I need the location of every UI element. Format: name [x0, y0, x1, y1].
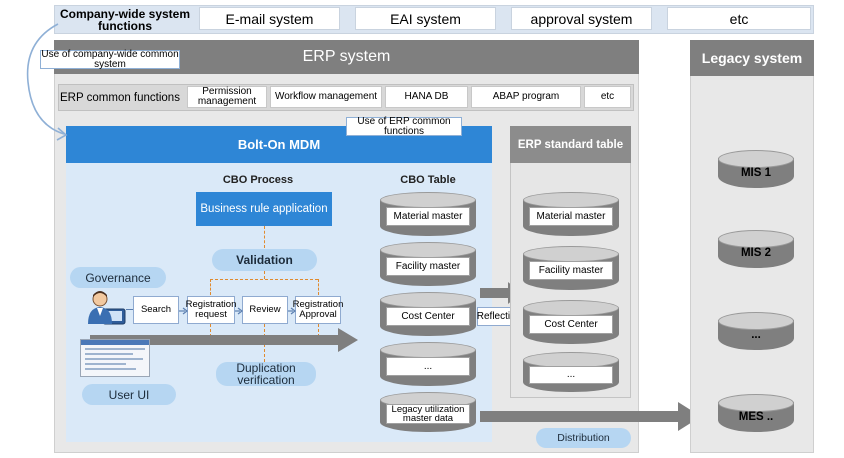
step-arrows [179, 307, 296, 315]
cbo-cylinder-facility: Facility master [380, 242, 476, 286]
std-cylinder-cost-center: Cost Center [523, 300, 619, 344]
cbo-cylinder-material: Material master [380, 192, 476, 236]
governance-pill: Governance [70, 267, 166, 288]
cbo-process-title: CBO Process [222, 174, 294, 186]
legacy-system-title: Legacy system [690, 40, 814, 76]
std-cylinder-facility: Facility master [523, 246, 619, 290]
std-cylinder-material: Material master [523, 192, 619, 236]
top-item-approval: approval system [511, 7, 652, 30]
erp-common-label: ERP common functions [60, 91, 180, 104]
erp-standard-table-title: ERP standard table [510, 126, 631, 163]
std-item-label: ... [529, 366, 613, 384]
legacy-cylinder-mis2: MIS 2 [718, 230, 794, 268]
validation-loop-top [210, 279, 318, 280]
std-item-label: Material master [529, 207, 613, 226]
common-item-permission: Permission management [187, 86, 267, 108]
top-item-eai: EAI system [355, 7, 496, 30]
cbo-item-label: Facility master [386, 257, 470, 276]
step-review: Review [242, 296, 288, 324]
std-cylinder-more: ... [523, 352, 619, 392]
cbo-cylinder-legacy: Legacy utilization master data [380, 392, 476, 432]
business-rule-box: Business rule application [196, 192, 332, 226]
company-to-mdm-connector [26, 23, 68, 141]
std-item-label: Cost Center [529, 315, 613, 334]
loop-left-bottom [210, 324, 211, 342]
legacy-item-label: ... [751, 329, 761, 341]
cbo-item-label: Legacy utilization master data [386, 404, 470, 424]
note-erp-common: Use of ERP common functions [346, 116, 462, 136]
std-item-label: Facility master [529, 261, 613, 280]
cbo-table-title: CBO Table [400, 174, 456, 186]
legacy-cylinder-mes: MES .. [718, 394, 794, 432]
top-item-email: E-mail system [199, 7, 340, 30]
loop-right-bottom [318, 324, 319, 342]
cbo-cylinder-cost-center: Cost Center [380, 292, 476, 336]
process-arrow [90, 328, 358, 352]
loop-left-top [210, 279, 211, 295]
distribution-pill: Distribution [536, 428, 631, 448]
common-item-etc: etc [584, 86, 631, 108]
company-wide-label: Company-wide system functions [59, 6, 191, 33]
rule-connector [264, 226, 265, 248]
top-item-etc: etc [667, 7, 811, 30]
note-company-common: Use of company-wide common system [40, 48, 180, 70]
legacy-item-label: MES .. [738, 411, 774, 423]
validation-pill: Validation [212, 249, 317, 271]
user-ui-pill: User UI [82, 384, 176, 405]
cbo-item-label: Material master [386, 207, 470, 226]
validation-connector [264, 271, 265, 279]
step-registration-approval: Registration Approval [293, 296, 343, 324]
common-item-workflow: Workflow management [270, 86, 382, 108]
step-registration-request: Registration request [186, 296, 236, 324]
loop-right-top [318, 279, 319, 295]
legacy-item-label: MIS 1 [740, 167, 772, 179]
legacy-cylinder-mis1: MIS 1 [718, 150, 794, 188]
legacy-item-label: MIS 2 [740, 247, 772, 259]
cbo-item-label: ... [386, 357, 470, 376]
step-search: Search [133, 296, 179, 324]
common-item-abap: ABAP program [471, 86, 581, 108]
user-ui-screenshot [80, 339, 150, 377]
duplication-pill: Duplication verification [216, 362, 316, 386]
user-icon [88, 291, 126, 325]
common-item-hana: HANA DB [385, 86, 468, 108]
distribution-arrow [480, 402, 701, 431]
cbo-item-label: Cost Center [386, 307, 470, 326]
legacy-cylinder-more: ... [718, 312, 794, 350]
user-to-search-line [126, 309, 133, 310]
cbo-cylinder-more: ... [380, 342, 476, 386]
